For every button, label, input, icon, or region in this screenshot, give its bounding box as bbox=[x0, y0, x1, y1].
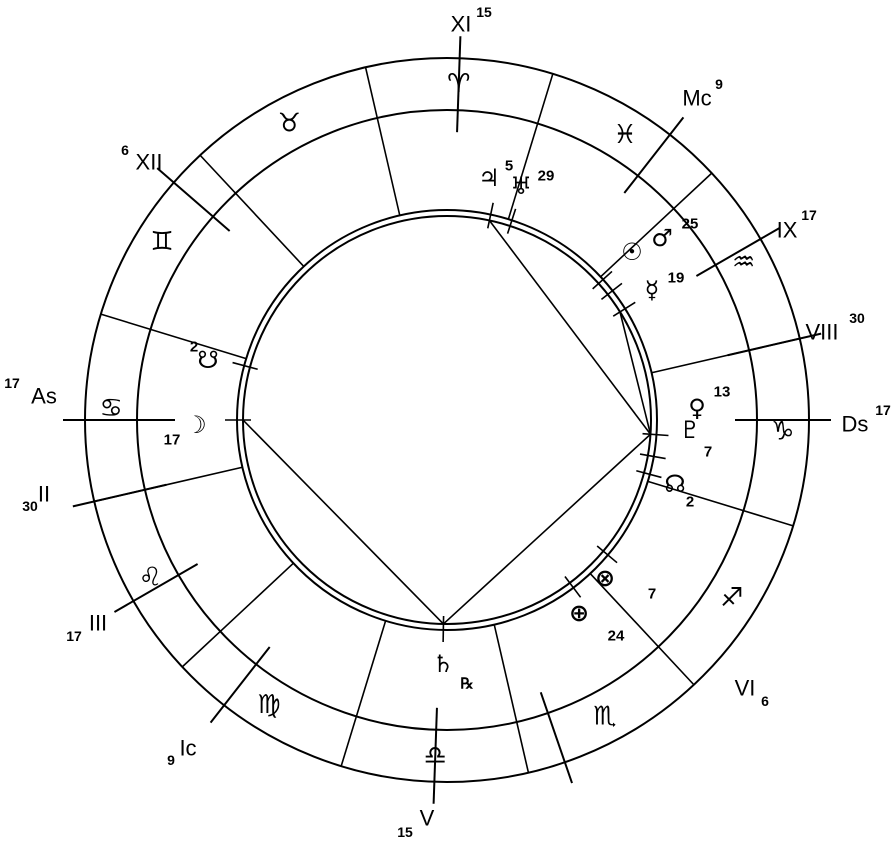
north-node-degree-label: 2 bbox=[686, 494, 694, 511]
aspect-line-venus-saturn bbox=[442, 433, 652, 625]
house-cusp-line-ix bbox=[695, 227, 781, 277]
house-degree-ic: 9 bbox=[167, 752, 175, 768]
sun-position-tick bbox=[592, 270, 613, 290]
sign-boundary-aries bbox=[507, 73, 554, 220]
house-degree-ix: 17 bbox=[801, 207, 817, 223]
aspect-line-saturn-moon bbox=[242, 419, 445, 625]
mercury-degree-label: 19 bbox=[668, 270, 685, 287]
house-label-xii: XII bbox=[136, 150, 163, 175]
mars-degree-label: 25 bbox=[682, 216, 699, 233]
jupiter-planet-icon: ♃︎ bbox=[478, 164, 500, 192]
mercury-position-tick bbox=[612, 301, 636, 317]
house-label-viii: VIII bbox=[805, 320, 838, 345]
earth-position-tick bbox=[564, 576, 582, 598]
pluto-degree-label: 7 bbox=[704, 444, 712, 461]
moon-degree-label: 17 bbox=[164, 432, 181, 449]
taurus-sign-icon: ♉︎ bbox=[278, 108, 301, 138]
house-cusp-line-mc bbox=[623, 116, 685, 194]
mercury-planet-icon: ☿︎ bbox=[645, 276, 660, 304]
house-degree-v: 15 bbox=[397, 824, 413, 840]
gemini-sign-icon: ♊︎ bbox=[150, 227, 173, 257]
house-label-v: V bbox=[420, 806, 435, 831]
house-cusp-line-ic bbox=[209, 646, 271, 724]
house-label-ds: Ds bbox=[842, 412, 869, 437]
sign-boundary-libra bbox=[340, 620, 387, 767]
house-cusp-line-xii bbox=[156, 167, 231, 232]
uranus-position-tick bbox=[506, 208, 517, 234]
house-degree-ds: 17 bbox=[875, 402, 891, 418]
house-cusp-line-iii bbox=[113, 563, 199, 613]
sign-boundary-cancer bbox=[100, 313, 247, 360]
part-of-fortune-degree-label: 7 bbox=[648, 586, 656, 603]
venus-position-tick bbox=[642, 432, 669, 437]
house-degree-iii: 17 bbox=[66, 628, 82, 644]
house-degree-xii: 6 bbox=[121, 142, 129, 158]
sun-planet-icon: ☉︎ bbox=[621, 238, 643, 266]
mars-position-tick bbox=[600, 282, 623, 300]
sign-boundary-capricorn bbox=[647, 480, 794, 527]
north-node-planet-icon: ☊︎ bbox=[664, 470, 685, 498]
part-of-fortune-position-tick bbox=[596, 545, 618, 564]
sign-boundary-gemini bbox=[199, 154, 305, 267]
sign-boundary-scorpio bbox=[493, 624, 530, 773]
uranus-degree-label: 29 bbox=[538, 168, 555, 185]
aspect-line-mercury-venus bbox=[619, 311, 652, 435]
pluto-position-tick bbox=[639, 453, 666, 460]
north-node-position-tick bbox=[636, 469, 662, 479]
sign-boundary-pisces bbox=[600, 172, 713, 278]
house-label-mc: Mc bbox=[682, 86, 711, 111]
pisces-sign-icon: ♓︎ bbox=[613, 120, 636, 150]
cancer-sign-icon: ♋︎ bbox=[100, 393, 123, 423]
house-cusp-line-vi bbox=[539, 691, 573, 784]
earth-degree-label: 24 bbox=[608, 628, 625, 645]
house-cusp-line-v bbox=[432, 707, 438, 804]
house-label-xi: XI bbox=[451, 12, 472, 37]
jupiter-position-tick bbox=[486, 202, 494, 229]
house-degree-mc: 9 bbox=[715, 76, 723, 92]
leo-sign-icon: ♌︎ bbox=[139, 563, 162, 593]
house-cusp-line-xi bbox=[456, 36, 462, 133]
venus-planet-icon: ♀︎ bbox=[688, 394, 706, 422]
house-label-iii: III bbox=[89, 611, 107, 636]
house-label-as: As bbox=[31, 384, 57, 409]
house-degree-as: 17 bbox=[4, 375, 20, 391]
earth-planet-icon: ⊕︎ bbox=[569, 599, 589, 627]
sign-boundary-taurus bbox=[364, 67, 401, 216]
south-node-degree-label: 2 bbox=[190, 339, 198, 356]
capricorn-sign-icon: ♑︎ bbox=[771, 417, 794, 447]
mars-planet-icon: ♂︎ bbox=[651, 224, 673, 252]
house-label-ic: Ic bbox=[179, 736, 196, 761]
saturn-planet-icon: ♄︎ bbox=[432, 650, 454, 678]
moon-planet-icon: ☽︎ bbox=[185, 411, 207, 439]
house-label-ii: II bbox=[38, 482, 50, 507]
part-of-fortune-planet-icon: ⊗︎ bbox=[595, 564, 615, 592]
venus-degree-label: 13 bbox=[714, 384, 731, 401]
scorpio-sign-icon: ♏︎ bbox=[593, 702, 616, 732]
house-degree-xi: 15 bbox=[476, 4, 492, 20]
house-degree-viii: 30 bbox=[849, 310, 865, 326]
house-label-ix: IX bbox=[777, 218, 798, 243]
virgo-sign-icon: ♍︎ bbox=[257, 690, 280, 720]
house-cusp-line-ii bbox=[72, 483, 167, 508]
uranus-planet-icon: ♅︎ bbox=[510, 172, 532, 200]
aspect-line-jupiter-venus bbox=[488, 219, 652, 435]
inner-ring-inner bbox=[242, 215, 652, 625]
house-cusp-line-viii bbox=[727, 332, 822, 357]
sign-boundary-virgo bbox=[181, 562, 294, 668]
sagittarius-sign-icon: ♐︎ bbox=[720, 583, 743, 613]
saturn-degree-label: ℞ bbox=[460, 676, 473, 693]
house-degree-ii: 30 bbox=[22, 498, 38, 514]
south-node-position-tick bbox=[232, 361, 258, 371]
sign-boundary-sagittarius bbox=[589, 573, 695, 686]
south-node-planet-icon: ☋︎ bbox=[197, 346, 218, 374]
house-degree-vi: 6 bbox=[761, 693, 769, 709]
aquarius-sign-icon: ♒︎ bbox=[732, 247, 755, 277]
house-label-vi: VI bbox=[735, 676, 756, 701]
jupiter-degree-label: 5 bbox=[505, 158, 513, 175]
pluto-planet-icon: ♇︎ bbox=[679, 416, 701, 444]
